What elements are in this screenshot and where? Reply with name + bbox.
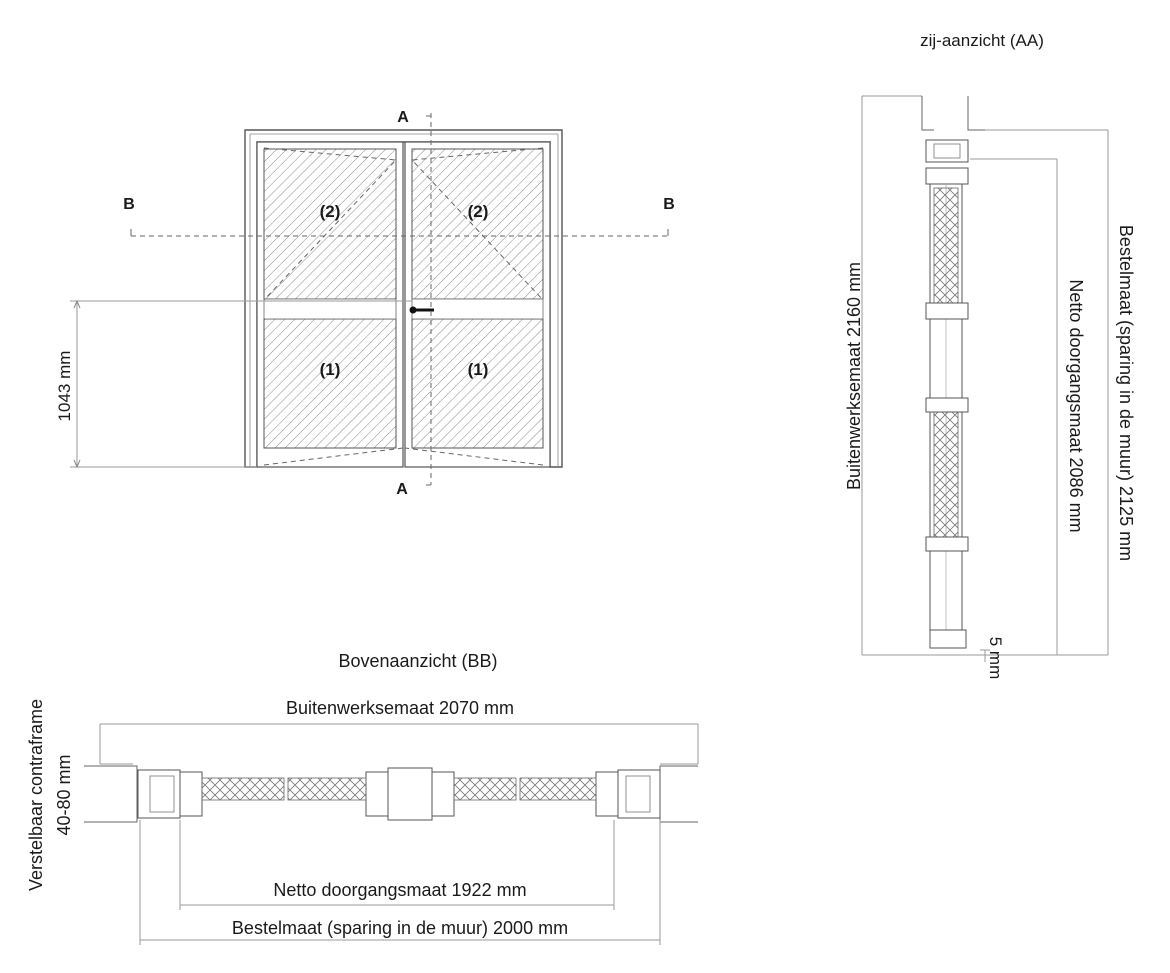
side-view: zij-aanzicht (AA) Buitenwerksemaat 2160 …: [844, 31, 1136, 679]
panel-upper-left: [263, 148, 397, 300]
panel-lower-left: [263, 318, 397, 449]
panel-label-upper-right: (2): [468, 202, 489, 221]
top-outer-dimension: Buitenwerksemaat 2070 mm: [286, 698, 514, 718]
side-view-title: zij-aanzicht (AA): [920, 31, 1044, 50]
frame-label-line2: 40-80 mm: [54, 754, 74, 835]
top-panel-right-b: [519, 777, 597, 801]
side-net-passage: Netto doorgangsmaat 2086 mm: [1066, 279, 1086, 532]
top-view-title: Bovenaanzicht (BB): [338, 651, 497, 671]
section-mark-b-left: B: [123, 196, 135, 213]
side-gap-dimension: 5 mm: [986, 637, 1005, 680]
panel-label-upper-left: (2): [320, 202, 341, 221]
panel-label-lower-right: (1): [468, 360, 489, 379]
frame-label-line1: Verstelbaar contraframe: [26, 699, 46, 891]
top-view: Bovenaanzicht (BB) Buitenwerksemaat 2070…: [26, 651, 699, 945]
section-mark-a-top: A: [397, 109, 409, 126]
top-panel-right-a: [453, 777, 517, 801]
handle-height-dimension: 1043 mm: [55, 351, 74, 422]
panel-upper-right: [411, 148, 544, 300]
section-mark-a-bottom: A: [396, 481, 408, 498]
section-mark-b-right: B: [663, 196, 675, 213]
top-panel-left-b: [287, 777, 367, 801]
panel-lower-right: [411, 318, 544, 449]
panel-label-lower-left: (1): [320, 360, 341, 379]
top-order-size: Bestelmaat (sparing in de muur) 2000 mm: [232, 918, 568, 938]
side-panel-lower: [933, 411, 959, 538]
side-panel-upper: [933, 187, 959, 304]
side-outer-dimension: Buitenwerksemaat 2160 mm: [844, 262, 864, 490]
side-order-size: Bestelmaat (sparing in de muur) 2125 mm: [1116, 225, 1136, 561]
top-panel-left-a: [201, 777, 285, 801]
front-view: A A B B (2) (2) (1) (1) 1043 mm: [55, 109, 675, 498]
top-net-passage: Netto doorgangsmaat 1922 mm: [273, 880, 526, 900]
